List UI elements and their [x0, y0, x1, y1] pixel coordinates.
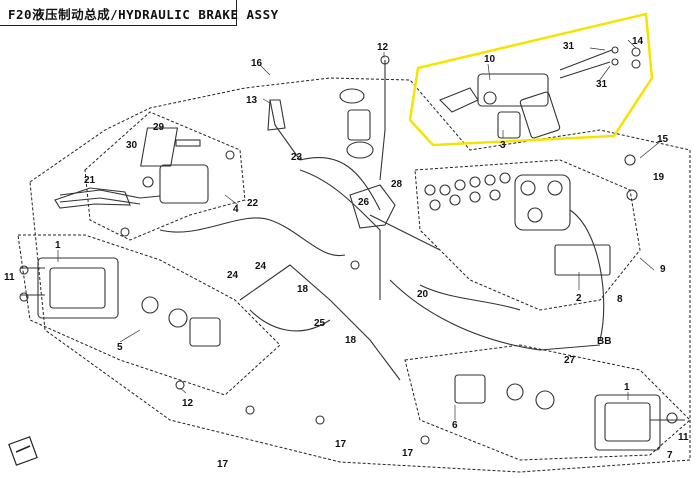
callout-5: 5: [117, 342, 123, 353]
callout-24-b: 24: [255, 261, 267, 272]
leader-lines: [57, 39, 663, 420]
callout-3: 3: [500, 140, 506, 151]
callout-17-c: 17: [402, 448, 414, 459]
callout-21: 21: [84, 175, 96, 186]
callout-20: 20: [417, 289, 429, 300]
callout-1-right: 1: [624, 382, 630, 393]
callout-25: 25: [314, 318, 326, 329]
brake-lines: [159, 60, 605, 381]
callout-30: 30: [126, 140, 138, 151]
callout-9: 9: [660, 264, 666, 275]
brake-lever: [54, 187, 131, 209]
callout-17-b: 17: [335, 439, 347, 450]
part-callouts: 1 1 2 3 4 5 6 7 8 9 10 11 11 12 12 13 14…: [4, 36, 689, 470]
diagram-title: F20液压制动总成/HYDRAULIC BRAKE ASSY: [8, 7, 279, 22]
callout-31-b: 31: [596, 79, 608, 90]
callout-11-left: 11: [4, 272, 15, 283]
master-cylinder-boundary: [84, 111, 246, 241]
brand-logo-mark: [8, 436, 38, 466]
parking-caliper: [439, 46, 641, 139]
title-box: F20液压制动总成/HYDRAULIC BRAKE ASSY: [0, 0, 278, 26]
fasteners: [19, 55, 678, 445]
reservoir-assembly: [339, 88, 441, 251]
callout-18-b: 18: [345, 335, 357, 346]
bracket: [267, 99, 286, 131]
callout-12-top: 12: [377, 42, 389, 53]
callout-22: 22: [247, 198, 259, 209]
callout-29: 29: [153, 122, 165, 133]
left-caliper-boundary: [17, 234, 281, 396]
callout-2: 2: [576, 293, 582, 304]
callout-6: 6: [452, 420, 458, 431]
callout-7: 7: [667, 450, 673, 461]
callout-23: 23: [291, 152, 303, 163]
callout-8: 8: [617, 294, 623, 305]
callout-18-a: 18: [297, 284, 309, 295]
callout-10: 10: [484, 54, 496, 65]
callout-4: 4: [233, 204, 239, 215]
front-right-caliper: [454, 374, 685, 451]
front-left-caliper: [20, 257, 221, 347]
callout-24-a: 24: [227, 270, 239, 281]
right-caliper-boundary: [404, 344, 691, 461]
callout-28: 28: [391, 179, 403, 190]
callout-16: 16: [251, 58, 263, 69]
callout-26: 26: [358, 197, 370, 208]
assembly-boundary: [29, 77, 691, 473]
callout-14: 14: [632, 36, 644, 47]
highlight-outline: [408, 12, 654, 147]
master-cylinder: [59, 127, 209, 205]
callout-bb: BB: [597, 336, 611, 347]
callout-19: 19: [653, 172, 665, 183]
callout-13: 13: [246, 95, 258, 106]
callout-17-a: 17: [217, 459, 229, 470]
callout-15: 15: [657, 134, 669, 145]
callout-27: 27: [564, 355, 576, 366]
callout-31-a: 31: [563, 41, 575, 52]
rear-caliper-boundary: [414, 159, 641, 311]
callout-1-left: 1: [55, 240, 61, 251]
rear-caliper: [424, 154, 638, 276]
callout-12-bottom: 12: [182, 398, 194, 409]
callout-11-right: 11: [678, 432, 689, 443]
